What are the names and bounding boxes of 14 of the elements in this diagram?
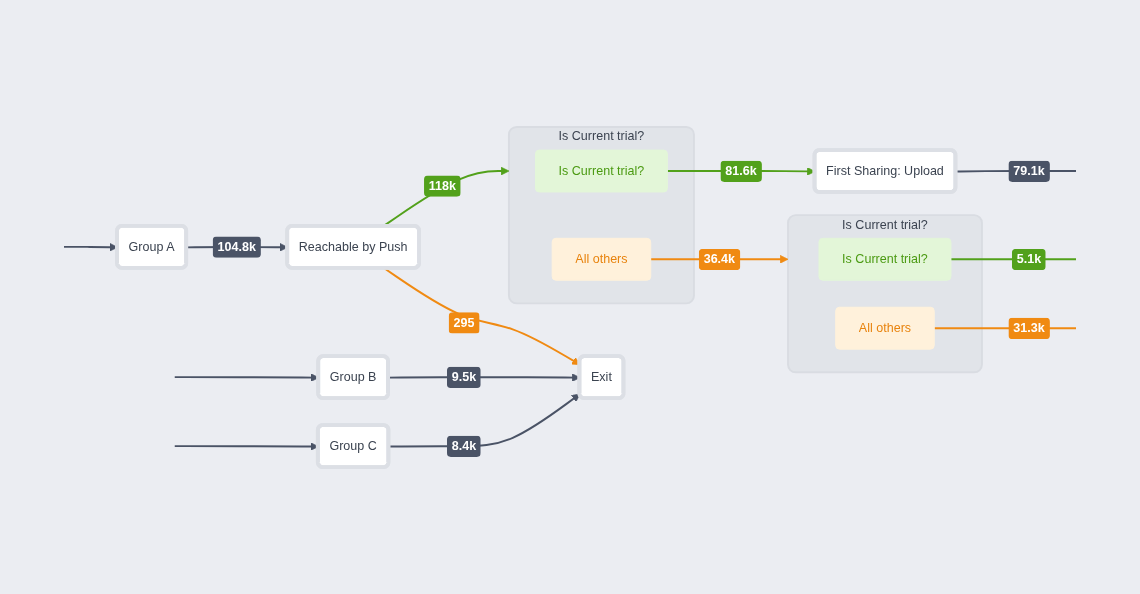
edge-label: 9.5k (451, 369, 477, 385)
edge-label: 8.4k (451, 438, 477, 454)
edge-label: 79.1k (1013, 163, 1045, 179)
node-box: Is Current trial? (818, 237, 952, 281)
edge-label: 118k (428, 178, 457, 193)
node-box: All others (551, 237, 652, 281)
node-box: Is Current trial? (534, 149, 668, 193)
edge-label: 295 (453, 315, 475, 330)
edge-label: 81.6k (725, 163, 757, 179)
node-box: All others (835, 306, 935, 350)
edge-label: 104.8k (217, 239, 256, 254)
edge-label: 36.4k (703, 251, 736, 267)
edge-label: 5.1k (1016, 251, 1042, 267)
edge-label: 31.3k (1013, 320, 1045, 336)
